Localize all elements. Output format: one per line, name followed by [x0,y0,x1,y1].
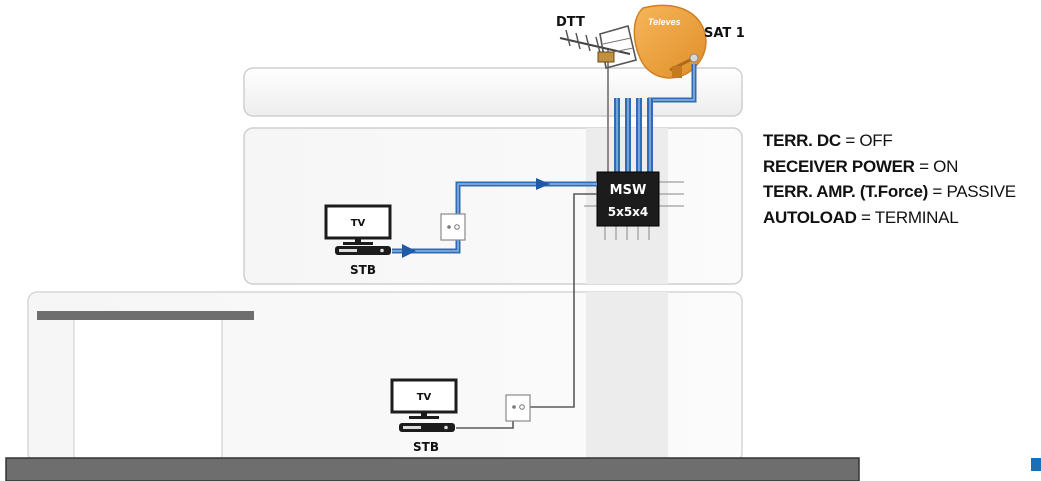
lower-cable [524,193,597,408]
sat-cable-highlight [648,64,695,101]
building [5,67,860,481]
setting-terr-amp: TERR. AMP. (T.Force) = PASSIVE [763,182,1016,201]
setting-autoload: AUTOLOAD = TERMINAL [763,207,959,227]
tv-lower [390,378,458,419]
wall-socket-lower [505,394,531,422]
dtt-label: DTT [556,15,585,30]
sat-label: SAT 1 [704,26,745,41]
signal-arrow-1 [536,178,550,190]
dish-brand-logo: Televes [648,17,681,27]
dtt-antenna [559,25,637,175]
signal-arrow-2 [402,244,416,258]
setting-value: PASSIVE [946,182,1016,201]
setting-value: OFF [859,131,893,150]
setting-key: RECEIVER POWER [763,156,915,176]
switch-model: 5x5x4 [608,205,649,219]
stb-lower [399,423,455,432]
tv-label-upper: TV [351,218,366,229]
switch-label: MSW [610,183,647,198]
wall-socket-upper [440,213,466,241]
stb-upper [335,246,391,255]
door-frame [73,317,223,463]
setting-key: TERR. DC [763,131,841,150]
multiswitch [584,171,684,240]
tv-label-lower: TV [417,392,432,403]
setting-value: TERMINAL [874,207,959,227]
riser-shaft-lower [586,292,668,462]
setting-key: TERR. AMP. (T.Force) [763,182,928,201]
trunk-cables [614,98,653,174]
setting-key: AUTOLOAD [763,207,857,227]
tv-upper [324,204,392,245]
door-lintel [37,311,254,320]
ground-base [5,457,860,481]
settings-list: TERR. DC = OFF RECEIVER POWER = ON TERR.… [763,128,1016,230]
setting-receiver-power: RECEIVER POWER = ON [763,156,959,176]
setting-value: ON [933,156,959,176]
stb-label-lower: STB [413,440,439,454]
setting-terr-dc: TERR. DC = OFF [763,131,893,150]
corner-accent-mark [1031,458,1041,471]
stb-label-upper: STB [350,263,376,277]
